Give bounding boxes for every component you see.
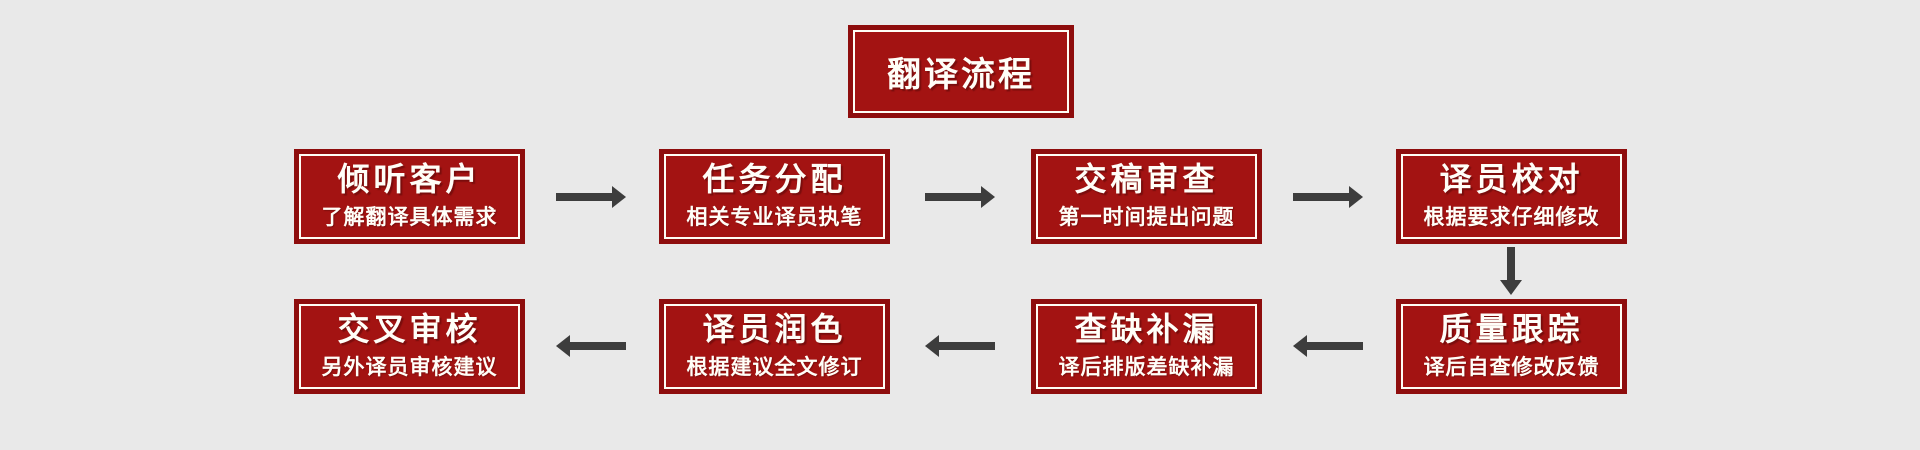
arrow-left-icon [556,335,626,357]
step-title: 倾听客户 [337,160,482,197]
step-subtitle: 根据要求仔细修改 [1423,206,1600,230]
arrow-right-icon [556,186,626,208]
step-subtitle: 根据建议全文修订 [686,356,863,380]
step-box-translator-polishing: 译员润色 根据建议全文修订 [659,299,890,394]
flow-title-box: 翻译流程 [848,25,1074,118]
step-subtitle: 译后自查修改反馈 [1423,356,1600,380]
step-title: 任务分配 [702,160,847,197]
step-subtitle: 了解翻译具体需求 [321,206,498,230]
arrow-left-icon [1293,335,1363,357]
step-subtitle: 相关专业译员执笔 [686,206,863,230]
step-box-listen-to-customers: 倾听客户 了解翻译具体需求 [294,149,525,244]
step-box-cross-review: 交叉审核 另外译员审核建议 [294,299,525,394]
step-title: 译员校对 [1439,160,1584,197]
step-title: 译员润色 [702,310,847,347]
arrow-left-icon [925,335,995,357]
step-title: 质量跟踪 [1439,310,1584,347]
arrow-right-icon [1293,186,1363,208]
step-box-quality-tracking: 质量跟踪 译后自查修改反馈 [1396,299,1627,394]
step-box-draft-review: 交稿审查 第一时间提出问题 [1031,149,1262,244]
arrow-right-icon [925,186,995,208]
step-subtitle: 译后排版差缺补漏 [1058,356,1235,380]
page-title: 翻译流程 [887,56,1035,94]
step-box-check-and-fill-gaps: 查缺补漏 译后排版差缺补漏 [1031,299,1262,394]
arrow-down-icon [1500,247,1522,295]
step-box-task-assignment: 任务分配 相关专业译员执笔 [659,149,890,244]
step-subtitle: 第一时间提出问题 [1058,206,1235,230]
step-subtitle: 另外译员审核建议 [321,356,498,380]
step-title: 查缺补漏 [1074,310,1219,347]
step-title: 交叉审核 [337,310,482,347]
step-title: 交稿审查 [1074,160,1219,197]
step-box-translator-proofreading: 译员校对 根据要求仔细修改 [1396,149,1627,244]
